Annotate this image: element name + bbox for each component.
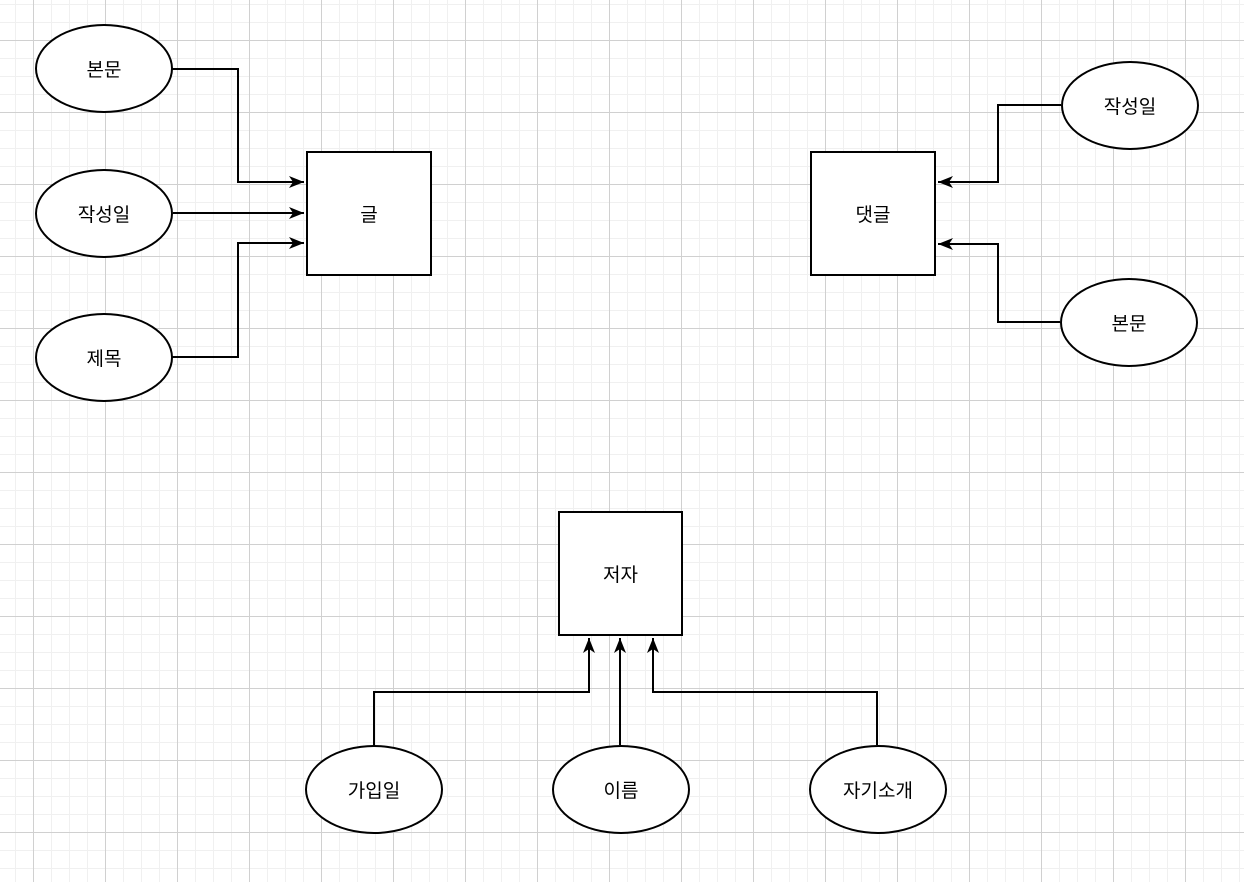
- attribute-author-name[interactable]: 이름: [552, 745, 690, 834]
- attribute-post-title-label: 제목: [86, 349, 122, 370]
- attribute-comment-created-label: 작성일: [1103, 97, 1157, 118]
- attribute-post-body-label: 본문: [86, 60, 122, 81]
- connector-body-to-post[interactable]: [172, 68, 304, 188]
- entity-comment[interactable]: 댓글: [810, 151, 936, 276]
- attribute-post-created[interactable]: 작성일: [35, 169, 173, 258]
- entity-comment-label: 댓글: [855, 205, 891, 226]
- connector-bio-to-author[interactable]: [647, 638, 878, 745]
- connector-title-to-post[interactable]: [172, 237, 304, 358]
- connector-body-to-comment[interactable]: [938, 238, 1060, 323]
- attribute-post-body[interactable]: 본문: [35, 24, 173, 113]
- attribute-post-title[interactable]: 제목: [35, 313, 173, 402]
- attribute-author-bio[interactable]: 자기소개: [809, 745, 947, 834]
- attribute-author-joined-label: 가입일: [347, 781, 401, 802]
- attribute-author-name-label: 이름: [603, 781, 639, 802]
- attribute-post-created-label: 작성일: [77, 205, 131, 226]
- attribute-comment-body-label: 본문: [1111, 314, 1147, 335]
- connector-joined-to-author[interactable]: [373, 638, 595, 745]
- entity-author[interactable]: 저자: [558, 511, 683, 636]
- entity-post-label: 글: [360, 205, 378, 226]
- connector-created-to-comment[interactable]: [938, 104, 1061, 188]
- attribute-author-joined[interactable]: 가입일: [305, 745, 443, 834]
- attribute-comment-body[interactable]: 본문: [1060, 278, 1198, 367]
- entity-post[interactable]: 글: [306, 151, 432, 276]
- attribute-author-bio-label: 자기소개: [843, 781, 913, 802]
- attribute-comment-created[interactable]: 작성일: [1061, 61, 1199, 150]
- entity-author-label: 저자: [603, 565, 638, 586]
